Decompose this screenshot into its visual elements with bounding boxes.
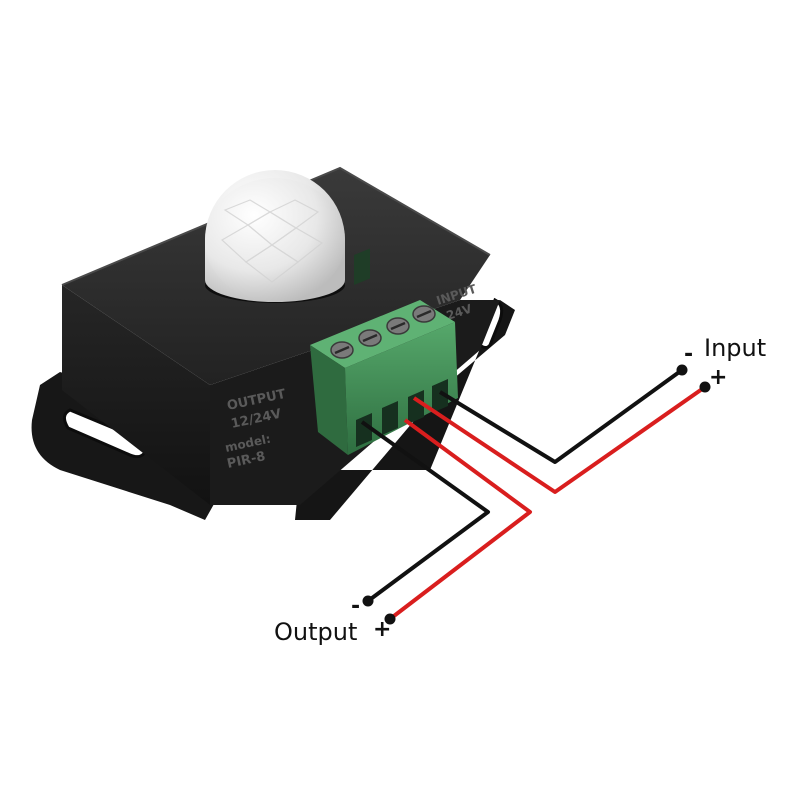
terminal-block: [310, 248, 458, 455]
input-label: Input: [704, 334, 767, 362]
output-positive-dot: [384, 613, 396, 625]
wire-terminals: [362, 364, 711, 625]
output-label: Output: [274, 618, 358, 646]
input-plus-sign: +: [709, 365, 728, 390]
input-minus-sign: -: [684, 342, 694, 367]
output-minus-sign: -: [351, 594, 361, 619]
output-negative-wire: [360, 420, 490, 603]
input-negative-wire: [438, 368, 684, 464]
output-negative-dot: [362, 595, 374, 607]
input-positive-wire: [412, 385, 707, 494]
output-positive-wire: [388, 418, 532, 621]
wires: [360, 368, 707, 621]
pir-dome: [205, 170, 345, 303]
output-plus-sign: +: [373, 617, 392, 642]
input-negative-dot: [676, 364, 688, 376]
input-positive-dot: [699, 381, 711, 393]
